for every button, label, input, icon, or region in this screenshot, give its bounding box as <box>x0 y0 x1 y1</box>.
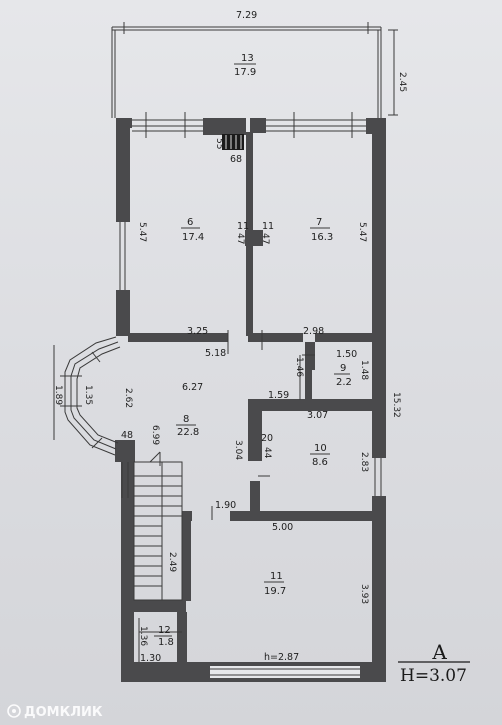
level-height: Н=3.07 <box>400 666 467 686</box>
room-7-area: 16.3 <box>311 232 333 243</box>
room-6-number: 6 <box>187 217 193 228</box>
dim-bay-inner: 1.35 <box>83 385 93 405</box>
balcony-outline <box>111 22 398 118</box>
dim-pier-44: 44 <box>262 447 272 459</box>
dim-right-upper: 5.47 <box>357 222 367 242</box>
room-10-number: 10 <box>314 443 327 454</box>
dim-room10-left: 3.04 <box>233 440 243 460</box>
room-labels: 13 17.9 6 17.4 7 16.3 9 2.2 8 22.8 10 8.… <box>154 53 352 648</box>
side-windows <box>119 222 382 498</box>
dim-bay-side: 2.62 <box>123 388 133 408</box>
watermark: ДОМКЛИК <box>7 704 103 720</box>
dimension-labels: 7.29 2.45 55 68 5.47 5.47 11 11 47 47 3.… <box>53 10 407 664</box>
room-12-number: 12 <box>158 625 171 636</box>
dim-balcony-depth: 2.45 <box>397 72 407 92</box>
dim-room10-right: 2.83 <box>359 452 369 472</box>
staircase <box>133 451 183 601</box>
dim-room11-right: 3.93 <box>359 584 369 604</box>
room-8-area: 22.8 <box>177 427 199 438</box>
walls <box>115 118 386 682</box>
dim-width-190: 1.90 <box>215 500 236 511</box>
room-7-number: 7 <box>316 217 322 228</box>
room-11-area: 19.7 <box>264 586 286 597</box>
dim-width-500: 5.00 <box>272 522 293 533</box>
dim-pier-11b: 11 <box>262 221 274 232</box>
bay-window <box>53 336 121 456</box>
dim-ceiling-height: h=2.87 <box>264 652 299 663</box>
dim-room6-bottom: 3.25 <box>187 326 208 337</box>
room-8-number: 8 <box>183 414 189 425</box>
room-11-number: 11 <box>270 571 283 582</box>
dim-room7-bottom: 2.98 <box>303 326 324 337</box>
dim-corridor-518: 5.18 <box>205 348 226 359</box>
dim-total-right: 15.32 <box>391 392 401 418</box>
dim-wall-68: 68 <box>230 154 242 165</box>
room-9-number: 9 <box>340 363 346 374</box>
room-12-area: 1.8 <box>158 637 174 648</box>
dim-stair-249: 2.49 <box>167 552 177 572</box>
dim-pier-20: 20 <box>261 433 273 444</box>
dim-wall-55: 55 <box>214 138 224 149</box>
dim-pier-11a: 11 <box>237 221 249 232</box>
dim-bay-outer: 1.89 <box>53 385 63 405</box>
room-13-number: 13 <box>241 53 254 64</box>
dim-pier-48: 48 <box>121 430 133 441</box>
level-marker: А Н=3.07 <box>398 640 470 686</box>
dim-room9-top: 1.50 <box>336 349 357 360</box>
room-10-area: 8.6 <box>312 457 328 468</box>
dimension-lines <box>138 330 315 662</box>
level-letter: А <box>432 640 447 664</box>
dim-top-width: 7.29 <box>236 10 257 21</box>
dim-room9-right: 1.48 <box>359 360 369 380</box>
dim-corridor-159: 1.59 <box>268 390 289 401</box>
dim-room12-side: 1.36 <box>138 626 148 646</box>
dim-room12-bottom: 1.30 <box>140 653 161 664</box>
dim-left-upper: 5.47 <box>137 222 147 242</box>
dim-hall-627: 6.27 <box>182 382 203 393</box>
dim-hall-699: 6.99 <box>150 425 160 445</box>
watermark-text: ДОМКЛИК <box>24 705 103 720</box>
dim-room9-left: 1.46 <box>294 357 304 377</box>
room-13-area: 17.9 <box>234 67 256 78</box>
dim-pier-47a: 47 <box>235 233 245 244</box>
dim-room10-top: 3.07 <box>307 410 328 421</box>
room-6-area: 17.4 <box>182 232 204 243</box>
top-windows <box>132 112 366 150</box>
dim-pier-47b: 47 <box>260 233 270 244</box>
room-9-area: 2.2 <box>336 377 352 388</box>
